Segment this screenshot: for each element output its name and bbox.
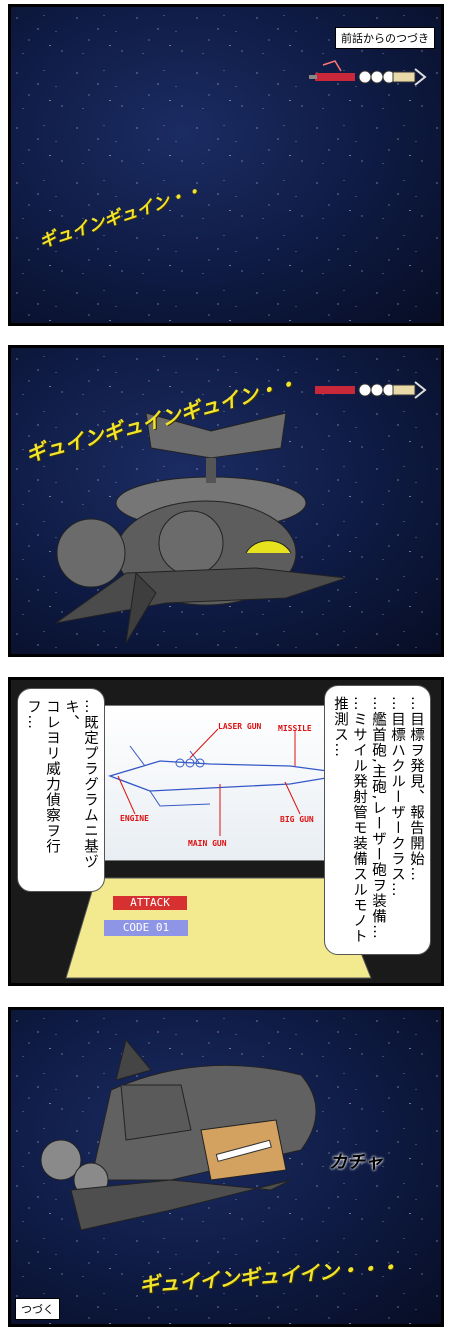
bubble-line: …目標ハクルーザークラス… — [389, 696, 405, 898]
recon-craft-closeup — [40, 1038, 317, 1231]
continued-caption: 前話からのつづき — [335, 27, 435, 49]
comic-panel-4: カチャ ギュイインギュイイン・・・ つづく — [8, 1007, 444, 1327]
bubble-line: コレヨリ威力偵察ヲ行フ… — [25, 699, 60, 854]
bubble-line: 推測ス… — [332, 696, 348, 758]
speech-bubble-program: …既定プラグラムニ基ヅキ、 コレヨリ威力偵察ヲ行フ… — [17, 688, 105, 892]
cruiser-ship-distant — [315, 381, 427, 399]
bubble-line: …ミサイル発射管モ装備スルモノト — [351, 696, 367, 944]
sound-effect-click: カチャ — [329, 1152, 383, 1173]
comic-panel-3: LASER GUN MISSILE ENGINE MAIN GUN BIG GU… — [8, 677, 444, 986]
code-indicator: CODE 01 — [104, 920, 188, 936]
cruiser-ship-distant — [309, 60, 427, 86]
comic-panel-2: ギュインギュインギュイン・・ — [8, 345, 444, 657]
starfield — [11, 7, 441, 323]
speech-bubble-report: …目標ヲ発見、報告開始… …目標ハクルーザークラス… …艦首砲,主砲,レーザー砲… — [324, 685, 431, 955]
to-be-continued-caption: つづく — [15, 1298, 60, 1320]
label-laser-gun: LASER GUN — [218, 722, 262, 731]
label-big-gun: BIG GUN — [280, 815, 314, 824]
recon-craft — [55, 412, 346, 643]
label-main-gun: MAIN GUN — [188, 839, 227, 848]
label-engine: ENGINE — [120, 814, 149, 823]
label-missile: MISSILE — [278, 724, 312, 733]
bubble-line: …既定プラグラムニ基ヅキ、 — [63, 699, 98, 870]
attack-indicator: ATTACK — [113, 896, 187, 910]
comic-panel-1: 前話からのつづき ギュインギュイン・・ — [8, 4, 444, 326]
bubble-line: …艦首砲,主砲,レーザー砲ヲ装備… — [370, 696, 386, 940]
bubble-line: …目標ヲ発見、報告開始… — [408, 696, 424, 882]
